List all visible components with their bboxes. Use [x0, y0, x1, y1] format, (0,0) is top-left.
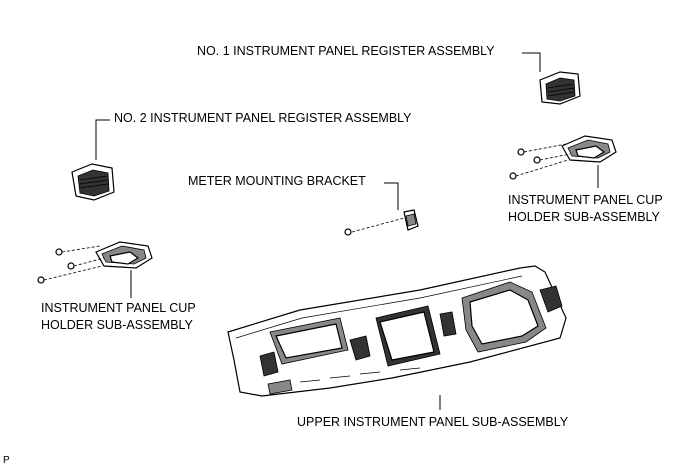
label-upper-panel: UPPER INSTRUMENT PANEL SUB-ASSEMBLY [297, 415, 569, 429]
leader-register-no2 [95, 119, 110, 160]
leader-lines [95, 52, 599, 410]
cup-holder-left-part [37, 241, 153, 284]
upper-panel-part [227, 265, 567, 397]
register-no1-part [539, 71, 581, 105]
label-meter-bracket: METER MOUNTING BRACKET [188, 174, 366, 188]
label-cup-holder-left-line2: HOLDER SUB-ASSEMBLY [41, 318, 193, 332]
label-register-no1: NO. 1 INSTRUMENT PANEL REGISTER ASSEMBLY [197, 44, 495, 58]
leader-register-no1 [522, 52, 541, 72]
figure-code: P [3, 455, 10, 466]
cup-holder-right-part [509, 135, 617, 180]
label-cup-holder-right-line1: INSTRUMENT PANEL CUP [508, 193, 663, 207]
meter-bracket-part [344, 209, 419, 236]
label-cup-holder-right-line2: HOLDER SUB-ASSEMBLY [508, 210, 660, 224]
register-no2-part [71, 163, 115, 201]
label-cup-holder-left-line1: INSTRUMENT PANEL CUP [41, 301, 196, 315]
leader-meter-bracket [384, 182, 399, 210]
label-register-no2: NO. 2 INSTRUMENT PANEL REGISTER ASSEMBLY [114, 111, 412, 125]
